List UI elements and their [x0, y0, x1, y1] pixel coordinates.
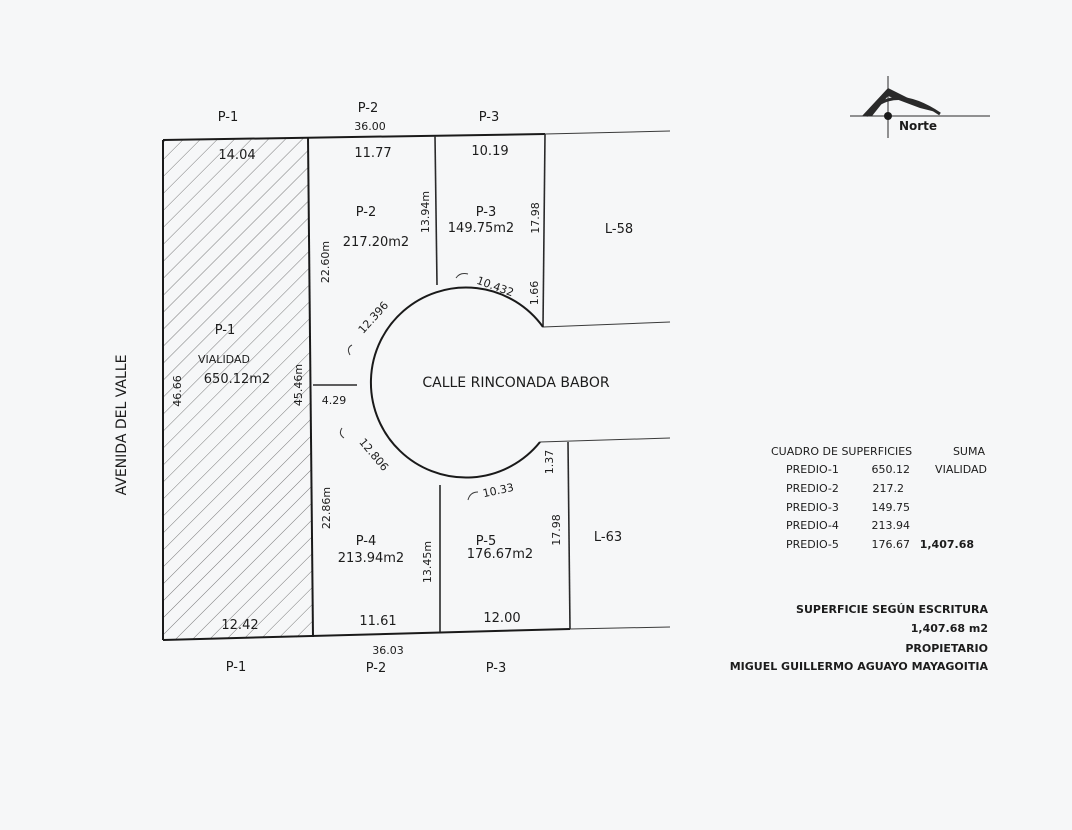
p1-use: VIALIDAD	[198, 353, 250, 366]
p4-left-dimension: 22.86m	[320, 487, 333, 529]
propietario-label: PROPIETARIO	[905, 642, 988, 655]
p3-top-dimension: 10.19	[471, 144, 508, 159]
p2-right-dimension: 13.94m	[419, 191, 432, 233]
top-label-p2: P-2	[358, 101, 379, 116]
top-total-dimension: 36.00	[354, 120, 386, 133]
table-row-value: 149.75	[872, 501, 911, 514]
p4-front-dimension: 4.29	[322, 394, 347, 407]
bottom-total-dimension: 36.03	[372, 644, 404, 657]
bottom-label-p2: P-2	[366, 661, 387, 676]
p2-top-dimension: 11.77	[354, 146, 391, 161]
p5-arc-dimension: 10.33	[482, 481, 516, 500]
p5-name: P-5	[476, 534, 497, 549]
p3-right-dimension: 17.98	[529, 202, 542, 234]
p5-area: 176.67m2	[467, 547, 533, 562]
table-title: CUADRO DE SUPERFICIES	[771, 445, 912, 458]
table-row-name: PREDIO-3	[786, 501, 839, 514]
table-row-name: PREDIO-1	[786, 463, 839, 476]
p5-bottom-dimension: 12.00	[483, 611, 520, 626]
p4-area: 213.94m2	[338, 551, 404, 566]
p2-area: 217.20m2	[343, 235, 409, 250]
north-label: Norte	[899, 119, 937, 133]
p3-small-dimension: 1.66	[528, 281, 541, 306]
neighbor-l58: L-58	[605, 222, 633, 237]
superficie-value: 1,407.68 m2	[911, 622, 988, 635]
table-row-value: 650.12	[872, 463, 911, 476]
table-row-name: PREDIO-2	[786, 482, 839, 495]
surfaces-table: CUADRO DE SUPERFICIES SUMA VIALIDAD PRED…	[771, 445, 987, 551]
top-label-p1: P-1	[218, 110, 239, 125]
street-avenida-del-valle: AVENIDA DEL VALLE	[114, 355, 130, 496]
table-row-name: PREDIO-5	[786, 538, 839, 551]
p5-small-dimension: 1.37	[543, 450, 556, 475]
p1-area: 650.12m2	[204, 372, 270, 387]
p4-name: P-4	[356, 534, 377, 549]
lot-p1-area	[163, 137, 313, 640]
p3-name: P-3	[476, 205, 497, 220]
table-row-value: 213.94	[872, 519, 911, 532]
bottom-label-p1: P-1	[226, 660, 247, 675]
p3-area: 149.75m2	[448, 221, 514, 236]
p1-right-dimension: 45.46m	[292, 364, 305, 406]
street-calle-rinconada-babor: CALLE RINCONADA BABOR	[422, 375, 610, 391]
propietario-name: MIGUEL GUILLERMO AGUAYO MAYAGOITIA	[730, 660, 989, 673]
p1-top-dimension: 14.04	[218, 148, 255, 163]
top-label-p3: P-3	[479, 110, 500, 125]
table-row-name: PREDIO-4	[786, 519, 839, 532]
p4-arc-dimension: 12.806	[356, 436, 391, 474]
table-row-value: 217.2	[873, 482, 905, 495]
table-vialidad: VIALIDAD	[935, 463, 987, 476]
p4-bottom-dimension: 11.61	[359, 614, 396, 629]
p1-bottom-dimension: 12.42	[221, 618, 258, 633]
table-row-value: 176.67	[872, 538, 911, 551]
p4-right-dimension: 13.45m	[421, 541, 434, 583]
p2-name: P-2	[356, 205, 377, 220]
summary-block: SUPERFICIE SEGÚN ESCRITURA 1,407.68 m2 P…	[730, 603, 989, 673]
superficie-label: SUPERFICIE SEGÚN ESCRITURA	[796, 603, 988, 616]
p1-name: P-1	[215, 323, 236, 338]
north-arrow-icon	[850, 76, 990, 138]
property-lines	[162, 130, 671, 641]
p2-left-dimension: 22.60m	[319, 241, 332, 283]
neighbor-l63: L-63	[594, 530, 622, 545]
arc-marks	[339, 273, 479, 501]
p1-left-dimension: 46.66	[171, 375, 184, 407]
p5-right-dimension: 17.98	[550, 514, 563, 546]
table-sum-header: SUMA	[953, 445, 986, 458]
p3-arc-dimension: 10.432	[475, 274, 516, 299]
table-total: 1,407.68	[920, 538, 974, 551]
bottom-label-p3: P-3	[486, 661, 507, 676]
